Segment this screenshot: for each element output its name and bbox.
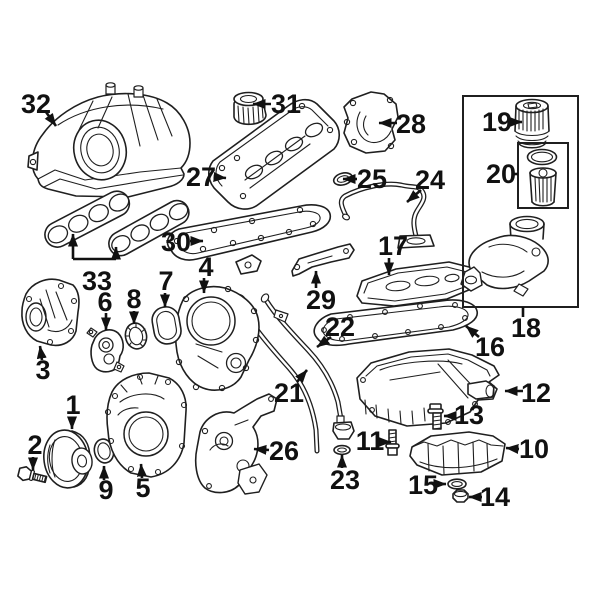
part-label-22: 22 — [325, 312, 355, 342]
part-13-bolt — [427, 403, 444, 430]
part-label-25: 25 — [357, 164, 387, 194]
leader-arrow-22 — [316, 335, 332, 349]
part-8-shaft-seal — [124, 322, 148, 350]
part-label-7: 7 — [158, 266, 173, 296]
part-label-27: 27 — [186, 162, 216, 192]
part-label-8: 8 — [126, 284, 141, 314]
oil-filter-group-box — [462, 95, 579, 308]
part-26-oil-pump — [194, 393, 278, 495]
part-24-oil-supply-line — [338, 181, 435, 249]
part-14-drain-plug — [452, 489, 469, 503]
part-6-tensioner — [86, 327, 125, 373]
part-label-5: 5 — [135, 473, 150, 503]
leader-arrow-32 — [44, 111, 58, 127]
reference-boxes — [462, 95, 579, 308]
part-32-intake-manifold — [27, 82, 191, 198]
part-5-timing-cover-lower — [104, 372, 188, 478]
part-28-engine-mount-bracket — [343, 91, 399, 154]
part-label-24: 24 — [415, 165, 445, 195]
leader-arrow-16 — [465, 325, 480, 338]
part-label-33: 33 — [82, 266, 112, 296]
part-label-28: 28 — [396, 109, 426, 139]
leader-arrow-10 — [505, 443, 520, 454]
leader-arrow-5 — [136, 463, 147, 479]
leader-arrow-24 — [406, 189, 422, 203]
part-4-timing-cover-upper — [172, 285, 260, 392]
part-label-30: 30 — [161, 227, 191, 257]
part-17-windage-tray — [356, 261, 478, 307]
part-label-19: 19 — [482, 107, 512, 137]
leader-arrow-26 — [253, 444, 270, 455]
part-18-oil-filter-housing — [460, 215, 549, 297]
callout-leaders — [28, 99, 525, 502]
part-23-tube-seal — [333, 444, 351, 456]
part-30-valve-cover-gasket — [166, 204, 332, 261]
part-label-3: 3 — [35, 355, 50, 385]
callout-labels: 1234567891011121314151617181920212223242… — [21, 89, 551, 512]
part-15-drain-plug-gasket — [447, 478, 467, 490]
part-label-10: 10 — [519, 434, 549, 464]
part-10-lower-oil-pan — [409, 431, 506, 476]
oil-filter-kit-box — [517, 142, 569, 209]
part-label-29: 29 — [306, 285, 336, 315]
part-label-16: 16 — [475, 332, 505, 362]
leader-arrow-21 — [295, 369, 308, 383]
part-label-21: 21 — [274, 378, 304, 408]
part-label-14: 14 — [480, 482, 510, 512]
part-label-6: 6 — [97, 287, 112, 317]
part-label-2: 2 — [27, 430, 42, 460]
part-label-15: 15 — [408, 470, 438, 500]
part-label-9: 9 — [98, 475, 113, 505]
part-label-11: 11 — [356, 426, 385, 456]
part-16-oil-pan-gasket — [313, 299, 478, 347]
part-label-23: 23 — [330, 465, 360, 495]
part-12-upper-oil-pan — [356, 348, 500, 427]
part-label-1: 1 — [65, 390, 80, 420]
part-29-support-bracket — [235, 243, 355, 277]
leader-arrow-27 — [213, 171, 227, 182]
part-20-oil-filter-element — [526, 148, 558, 207]
leader-arrow-3 — [36, 345, 47, 361]
part-33-intake-manifold-gaskets — [44, 190, 190, 257]
part-label-13: 13 — [454, 400, 484, 430]
part-label-32: 32 — [21, 89, 51, 119]
part-22-dipstick-tube — [260, 293, 355, 440]
part-label-4: 4 — [198, 252, 213, 282]
part-label-31: 31 — [271, 89, 301, 119]
part-label-20: 20 — [486, 159, 516, 189]
part-31-oil-filler-cap — [233, 91, 267, 126]
part-label-18: 18 — [511, 313, 541, 343]
part-label-12: 12 — [521, 378, 551, 408]
part-3-front-housing — [21, 278, 80, 347]
part-label-26: 26 — [269, 436, 299, 466]
part-label-17: 17 — [378, 231, 408, 261]
part-1-crankshaft-pulley — [43, 429, 93, 489]
part-19-oil-filter-cap — [514, 98, 550, 149]
